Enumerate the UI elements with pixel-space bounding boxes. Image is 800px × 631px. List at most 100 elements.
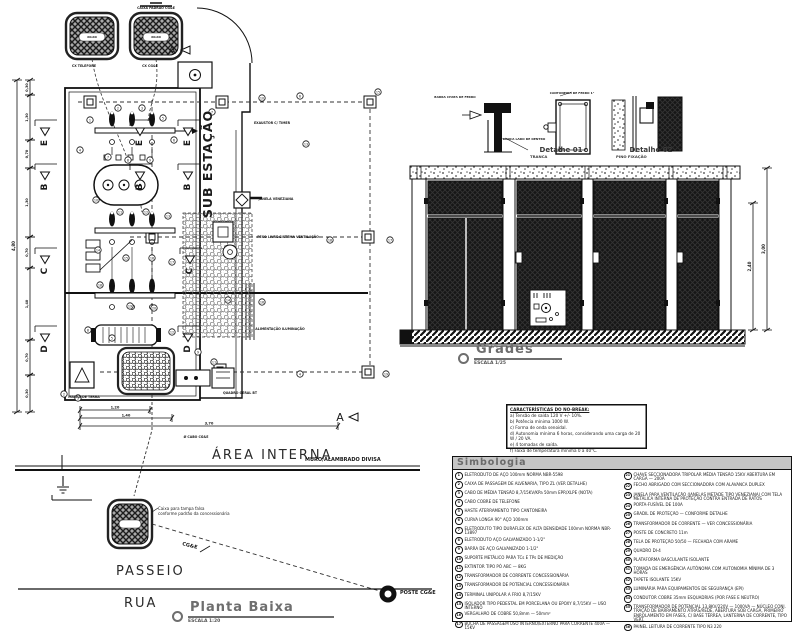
dim-value: 0,30	[25, 83, 29, 92]
dim-value: 4,80	[11, 241, 16, 251]
callout-circle	[159, 114, 167, 122]
callout-circle	[60, 390, 68, 398]
legend-item-number: 14	[455, 591, 463, 600]
legend-item-text: HASTE ATERRAMENTO TIPO CANTONEIRA	[464, 507, 548, 513]
tiny-label: PESO LIVRE SISTEMA VENTILAÇÃO	[257, 234, 319, 239]
callout-circle	[326, 236, 334, 244]
marker-letter: B	[135, 183, 145, 190]
notes-line: c) Forma de onda senoidal.	[510, 424, 567, 430]
tiny-label: CANTONEIRA DE FERRO 1"	[550, 91, 595, 95]
caixa-note-line2: conforme padrão da concessionária	[158, 511, 230, 517]
legend-item-text: JANELA PARA VENTILAÇÃO (JANELAS METADE T…	[633, 491, 783, 501]
legend-item-text: TRANSFORMADOR DE POTENCIAL CONCESSIONÁRI…	[464, 582, 570, 588]
marker-triangle-icon	[184, 255, 196, 265]
marker-triangle-icon	[347, 412, 359, 422]
legend-item-text: BUCHA DE PASSAGEM USO INTERNO/EXTERNO PA…	[464, 620, 611, 630]
marker-leader	[34, 325, 57, 332]
legend-item-number: 36	[624, 623, 632, 631]
callout-circle	[296, 370, 304, 378]
legend-item-text: CHAVE SECCIONADORA TRIPOLAR MÉDIA TENSÃO…	[633, 471, 776, 481]
callout-circle	[150, 304, 158, 312]
legend-item-text: PAINEL LEITURA DE CORRENTE TIPO N3 220	[633, 623, 722, 629]
callout-circle	[208, 108, 216, 116]
detalhe01-subtitle: TRANCA	[530, 154, 548, 159]
marker-letter: E	[135, 140, 145, 146]
lv-panel	[175, 367, 235, 389]
tiny-label: EXAUSTOR C/ TIMER	[254, 121, 291, 125]
poste-symbol	[379, 585, 397, 603]
callout-number: 19	[128, 304, 132, 308]
callout-circle	[122, 254, 130, 262]
callout-circle	[194, 348, 202, 356]
detalhe02-subtitle: PINO FIXAÇÃO	[616, 154, 647, 159]
callout-circle	[138, 104, 146, 112]
legend-item-text: FECHO ABRIGADO COM SECCIONADORA COM ALAV…	[633, 482, 765, 488]
callout-circle	[92, 196, 100, 204]
callout-number: 6	[173, 138, 175, 142]
legend-item-text: CONDUTOR COBRE 35mm ESQUADRIAS (POR FASE…	[633, 594, 760, 600]
legend-item-number: 35	[624, 604, 632, 612]
dim-tick	[335, 422, 341, 430]
callout-circle	[142, 208, 150, 216]
tiny-label: 60x60	[87, 35, 97, 39]
callout-circle	[258, 94, 266, 102]
caixa-note-line1: Caixa para tampa falsa	[158, 506, 205, 511]
legend-item-text: ELETRODUTO AÇO GALVANIZADO 1-1/2"	[464, 536, 546, 542]
legend-item-number: 21	[624, 472, 632, 480]
callout-number: 13	[304, 142, 308, 146]
grades-scale: ESCALA 1/25	[474, 361, 507, 366]
marker-leader	[34, 119, 57, 126]
callout-number: 6	[299, 94, 301, 98]
marker-leader	[34, 247, 57, 254]
callout-circle	[104, 153, 112, 161]
callout-number: 16	[150, 256, 154, 260]
callout-circle	[86, 116, 94, 124]
legend-item-number: 29	[624, 548, 632, 556]
legend-item-text: TRANSFORMADOR DE POTENCIAL 13,8KV/220V —…	[633, 604, 787, 622]
tiny-label: QUADRO GERAL BT	[223, 391, 258, 395]
callout-number: 9	[149, 158, 151, 162]
legend-item-number: 6	[455, 517, 463, 525]
callout-number: 12	[144, 210, 148, 214]
marker-triangle-icon	[182, 171, 194, 181]
grades-elevation	[399, 165, 746, 347]
tiny-label: ALIMENTAÇÃO ILUMINAÇÃO	[255, 326, 305, 331]
callout-circle	[374, 88, 382, 96]
callout-circle	[164, 212, 172, 220]
callout-circle	[126, 302, 134, 310]
callout-circle	[96, 281, 104, 289]
caixa-passagem-cgne	[128, 2, 184, 61]
notes-line: d) Autonomia mínima 6 horas, considerand…	[510, 430, 641, 442]
marker-letter: B	[183, 183, 193, 190]
callout-number: 18	[98, 283, 102, 287]
callout-circle	[76, 146, 84, 154]
marker-triangle-icon	[39, 171, 51, 181]
legend-item-number: 28	[624, 539, 632, 547]
callout-number: 2	[63, 392, 65, 396]
legend-item-text: CABO COBRE DE TELEFONE	[464, 498, 520, 504]
legend-item-number: 4	[455, 499, 463, 507]
legend-item-number: 33	[624, 586, 632, 594]
callout-number: 10	[260, 96, 264, 100]
callout-circle	[382, 370, 390, 378]
notes-line: a) Tensão de saída 120 V +/- 10%.	[510, 412, 583, 418]
legend-item-text: ELETRODUTO DE AÇO 100mm NORMA NBR-5598	[464, 471, 563, 477]
callout-number: 10	[94, 198, 98, 202]
legend-item-number: 16	[455, 611, 463, 620]
callout-circle	[116, 208, 124, 216]
dim-tick	[25, 409, 35, 415]
passeio-label: PASSEIO	[116, 564, 185, 579]
